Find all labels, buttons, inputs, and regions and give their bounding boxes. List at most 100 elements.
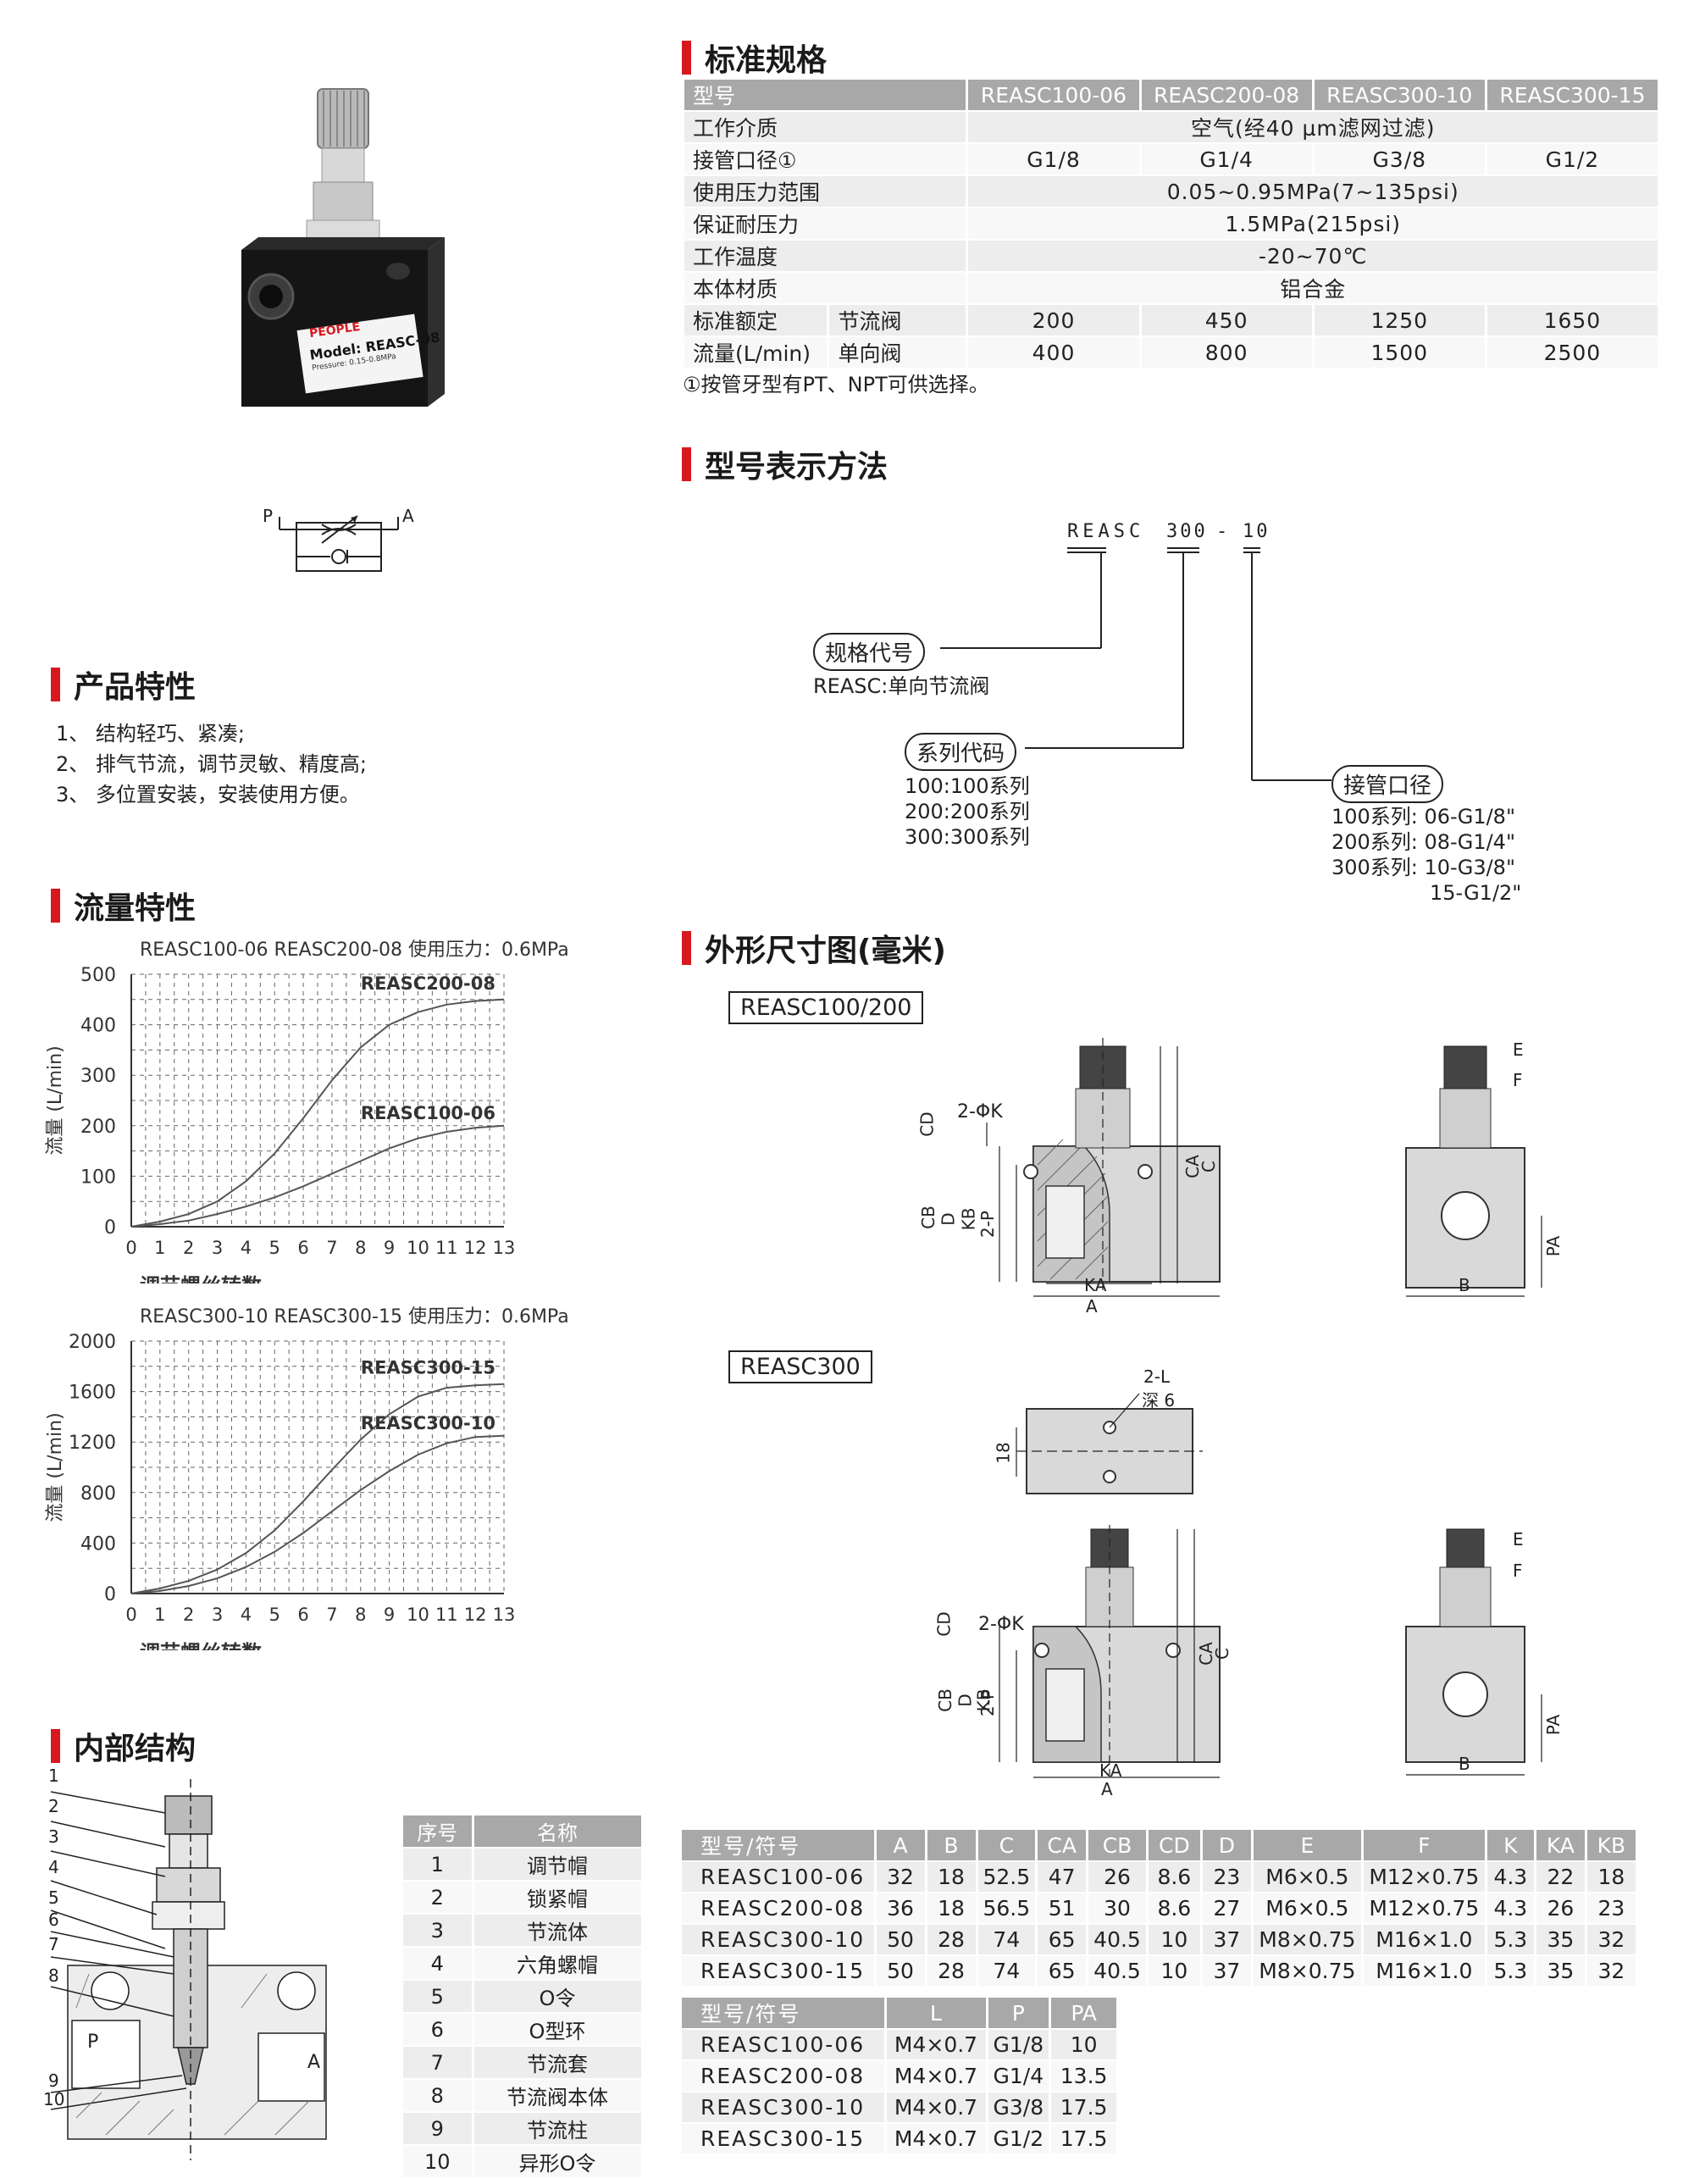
x-tick-label: 9 <box>384 1238 395 1258</box>
parts-cell: 1 <box>403 1848 474 1882</box>
dims-cell: 37 <box>1201 1955 1254 1987</box>
dims2-header-cell: P <box>987 1998 1052 2030</box>
model-code-reasc: REASC <box>1067 521 1145 542</box>
internal-num: 3 <box>48 1826 59 1847</box>
series-item: 200:200系列 <box>905 800 1030 823</box>
parts-cell: 8 <box>403 2079 474 2113</box>
dims-cell: 8.6 <box>1147 1893 1203 1925</box>
dims-cell: 28 <box>926 1955 978 1987</box>
dims-header-cell: CA <box>1036 1830 1089 1862</box>
dim-letter: E <box>1513 1039 1524 1060</box>
series-label: REASC200-08 <box>361 973 495 994</box>
table-row: REASC100-06 M4×0.7 G1/8 10 <box>682 2029 1120 2061</box>
port-a-label: A <box>402 506 414 526</box>
dims-header-cell: 型号/符号 <box>682 1830 877 1862</box>
dim-letter: KB <box>958 1207 979 1231</box>
chart-title: REASC100-06 REASC200-08 使用压力：0.6MPa <box>140 940 569 961</box>
dims-header-cell: A <box>875 1830 927 1862</box>
section-title-text: 标准规格 <box>705 43 828 78</box>
series-label: REASC100-06 <box>361 1103 495 1123</box>
dim-letter: CD <box>933 1611 955 1637</box>
y-tick-label: 800 <box>80 1483 116 1505</box>
internal-num: 7 <box>48 1934 59 1954</box>
dims-header-cell: KA <box>1535 1830 1587 1862</box>
dims-cell: 18 <box>926 1893 978 1925</box>
internal-port-p: P <box>87 2032 99 2053</box>
dims-header-row: 型号/符号 A B C CA CB CD D E F K KA KB <box>682 1830 1638 1862</box>
dims-cell: 40.5 <box>1087 1924 1149 1956</box>
spec-label: 保证耐压力 <box>684 208 969 241</box>
spec-row-pressure: 使用压力范围 0.05~0.95MPa(7~135psi) <box>684 175 1660 208</box>
dims2-cell: M4×0.7 <box>885 2123 988 2155</box>
spec-sublabel: 节流阀 <box>828 304 969 337</box>
y-tick-label: 300 <box>80 1066 116 1087</box>
spec-value: G1/4 <box>1140 143 1315 176</box>
parts-cell: 5 <box>403 1980 474 2014</box>
dims2-cell: REASC300-15 <box>682 2123 887 2155</box>
x-tick-label: 1 <box>154 1238 165 1258</box>
section-title-dims: 外形尺寸图(毫米) <box>682 926 946 970</box>
dims-cell: 37 <box>1201 1924 1254 1956</box>
series-item: 100:100系列 <box>905 774 1030 798</box>
dim-p-label: 2-P <box>977 1210 999 1239</box>
dim-drawing-300: 2-ΦK 2-P CD CB D KB KA A CA C E F B PA <box>898 1525 1660 1813</box>
dims-cell: 8.6 <box>1147 1861 1203 1893</box>
x-tick-label: 1 <box>154 1605 165 1625</box>
dims2-cell: 17.5 <box>1049 2123 1120 2155</box>
dims-cell: 23 <box>1586 1893 1638 1925</box>
model-code-series: 300 <box>1166 521 1208 542</box>
dim-label-reasc300: REASC300 <box>728 1350 872 1383</box>
x-tick-label: 2 <box>183 1238 194 1258</box>
parts-cell: 6 <box>403 2013 474 2047</box>
spec-value: 1650 <box>1486 304 1661 337</box>
dims2-cell: 13.5 <box>1049 2060 1120 2093</box>
y-tick-label: 400 <box>80 1016 116 1037</box>
dim-letter: KA <box>1099 1760 1122 1781</box>
table-row: REASC300-10 M4×0.7 G3/8 17.5 <box>682 2092 1120 2124</box>
spec-header-col: REASC200-08 <box>1140 80 1315 112</box>
spec-table: 型号 REASC100-06 REASC200-08 REASC300-10 R… <box>684 80 1661 369</box>
dims-cell: 26 <box>1535 1893 1587 1925</box>
dim-depth-label: 深 6 <box>1142 1390 1176 1411</box>
dim-letter: D <box>955 1693 976 1707</box>
y-tick-label: 200 <box>80 1117 116 1138</box>
dims-header-cell: K <box>1486 1830 1536 1862</box>
x-tick-label: 5 <box>269 1605 280 1625</box>
dims-cell: M8×0.75 <box>1252 1924 1364 1956</box>
dims-table: 型号/符号 A B C CA CB CD D E F K KA KB REASC… <box>682 1830 1638 1987</box>
table-row: REASC300-15 M4×0.7 G1/2 17.5 <box>682 2123 1120 2155</box>
x-tick-label: 8 <box>355 1605 366 1625</box>
dims2-cell: 10 <box>1049 2029 1120 2061</box>
table-row: REASC300-10 50 28 74 65 40.5 10 37 M8×0.… <box>682 1924 1638 1956</box>
dim-letter: F <box>1513 1560 1523 1581</box>
dims2-cell: G1/2 <box>987 2123 1052 2155</box>
x-tick-label: 4 <box>241 1238 252 1258</box>
dims2-cell: M4×0.7 <box>885 2029 988 2061</box>
y-tick-label: 500 <box>80 965 116 986</box>
parts-cell: 节流阀本体 <box>473 2079 644 2113</box>
x-tick-label: 5 <box>269 1238 280 1258</box>
spec-value: 200 <box>966 304 1142 337</box>
y-tick-label: 0 <box>104 1217 116 1239</box>
series-code-pill: 系列代码 <box>905 733 1017 771</box>
parts-cell: O型环 <box>473 2013 644 2047</box>
x-tick-label: 12 <box>464 1605 487 1625</box>
parts-cell: 调节帽 <box>473 1848 644 1882</box>
dim-letter: CB <box>934 1688 955 1712</box>
title-bar <box>51 668 60 701</box>
y-tick-label: 1200 <box>69 1433 116 1454</box>
spec-code-pill: 规格代号 <box>813 633 926 671</box>
section-title-features: 产品特性 <box>51 662 196 707</box>
dims-cell: 36 <box>875 1893 927 1925</box>
feature-item: 1、 结构轻巧、紧凑; <box>56 722 245 746</box>
series-item: 300:300系列 <box>905 825 1030 849</box>
series-line-2 <box>130 1434 505 1594</box>
dims2-cell: G1/4 <box>987 2060 1052 2093</box>
y-tick-label: 2000 <box>69 1332 116 1353</box>
dims-cell: 5.3 <box>1486 1924 1536 1956</box>
title-bar <box>682 931 691 965</box>
